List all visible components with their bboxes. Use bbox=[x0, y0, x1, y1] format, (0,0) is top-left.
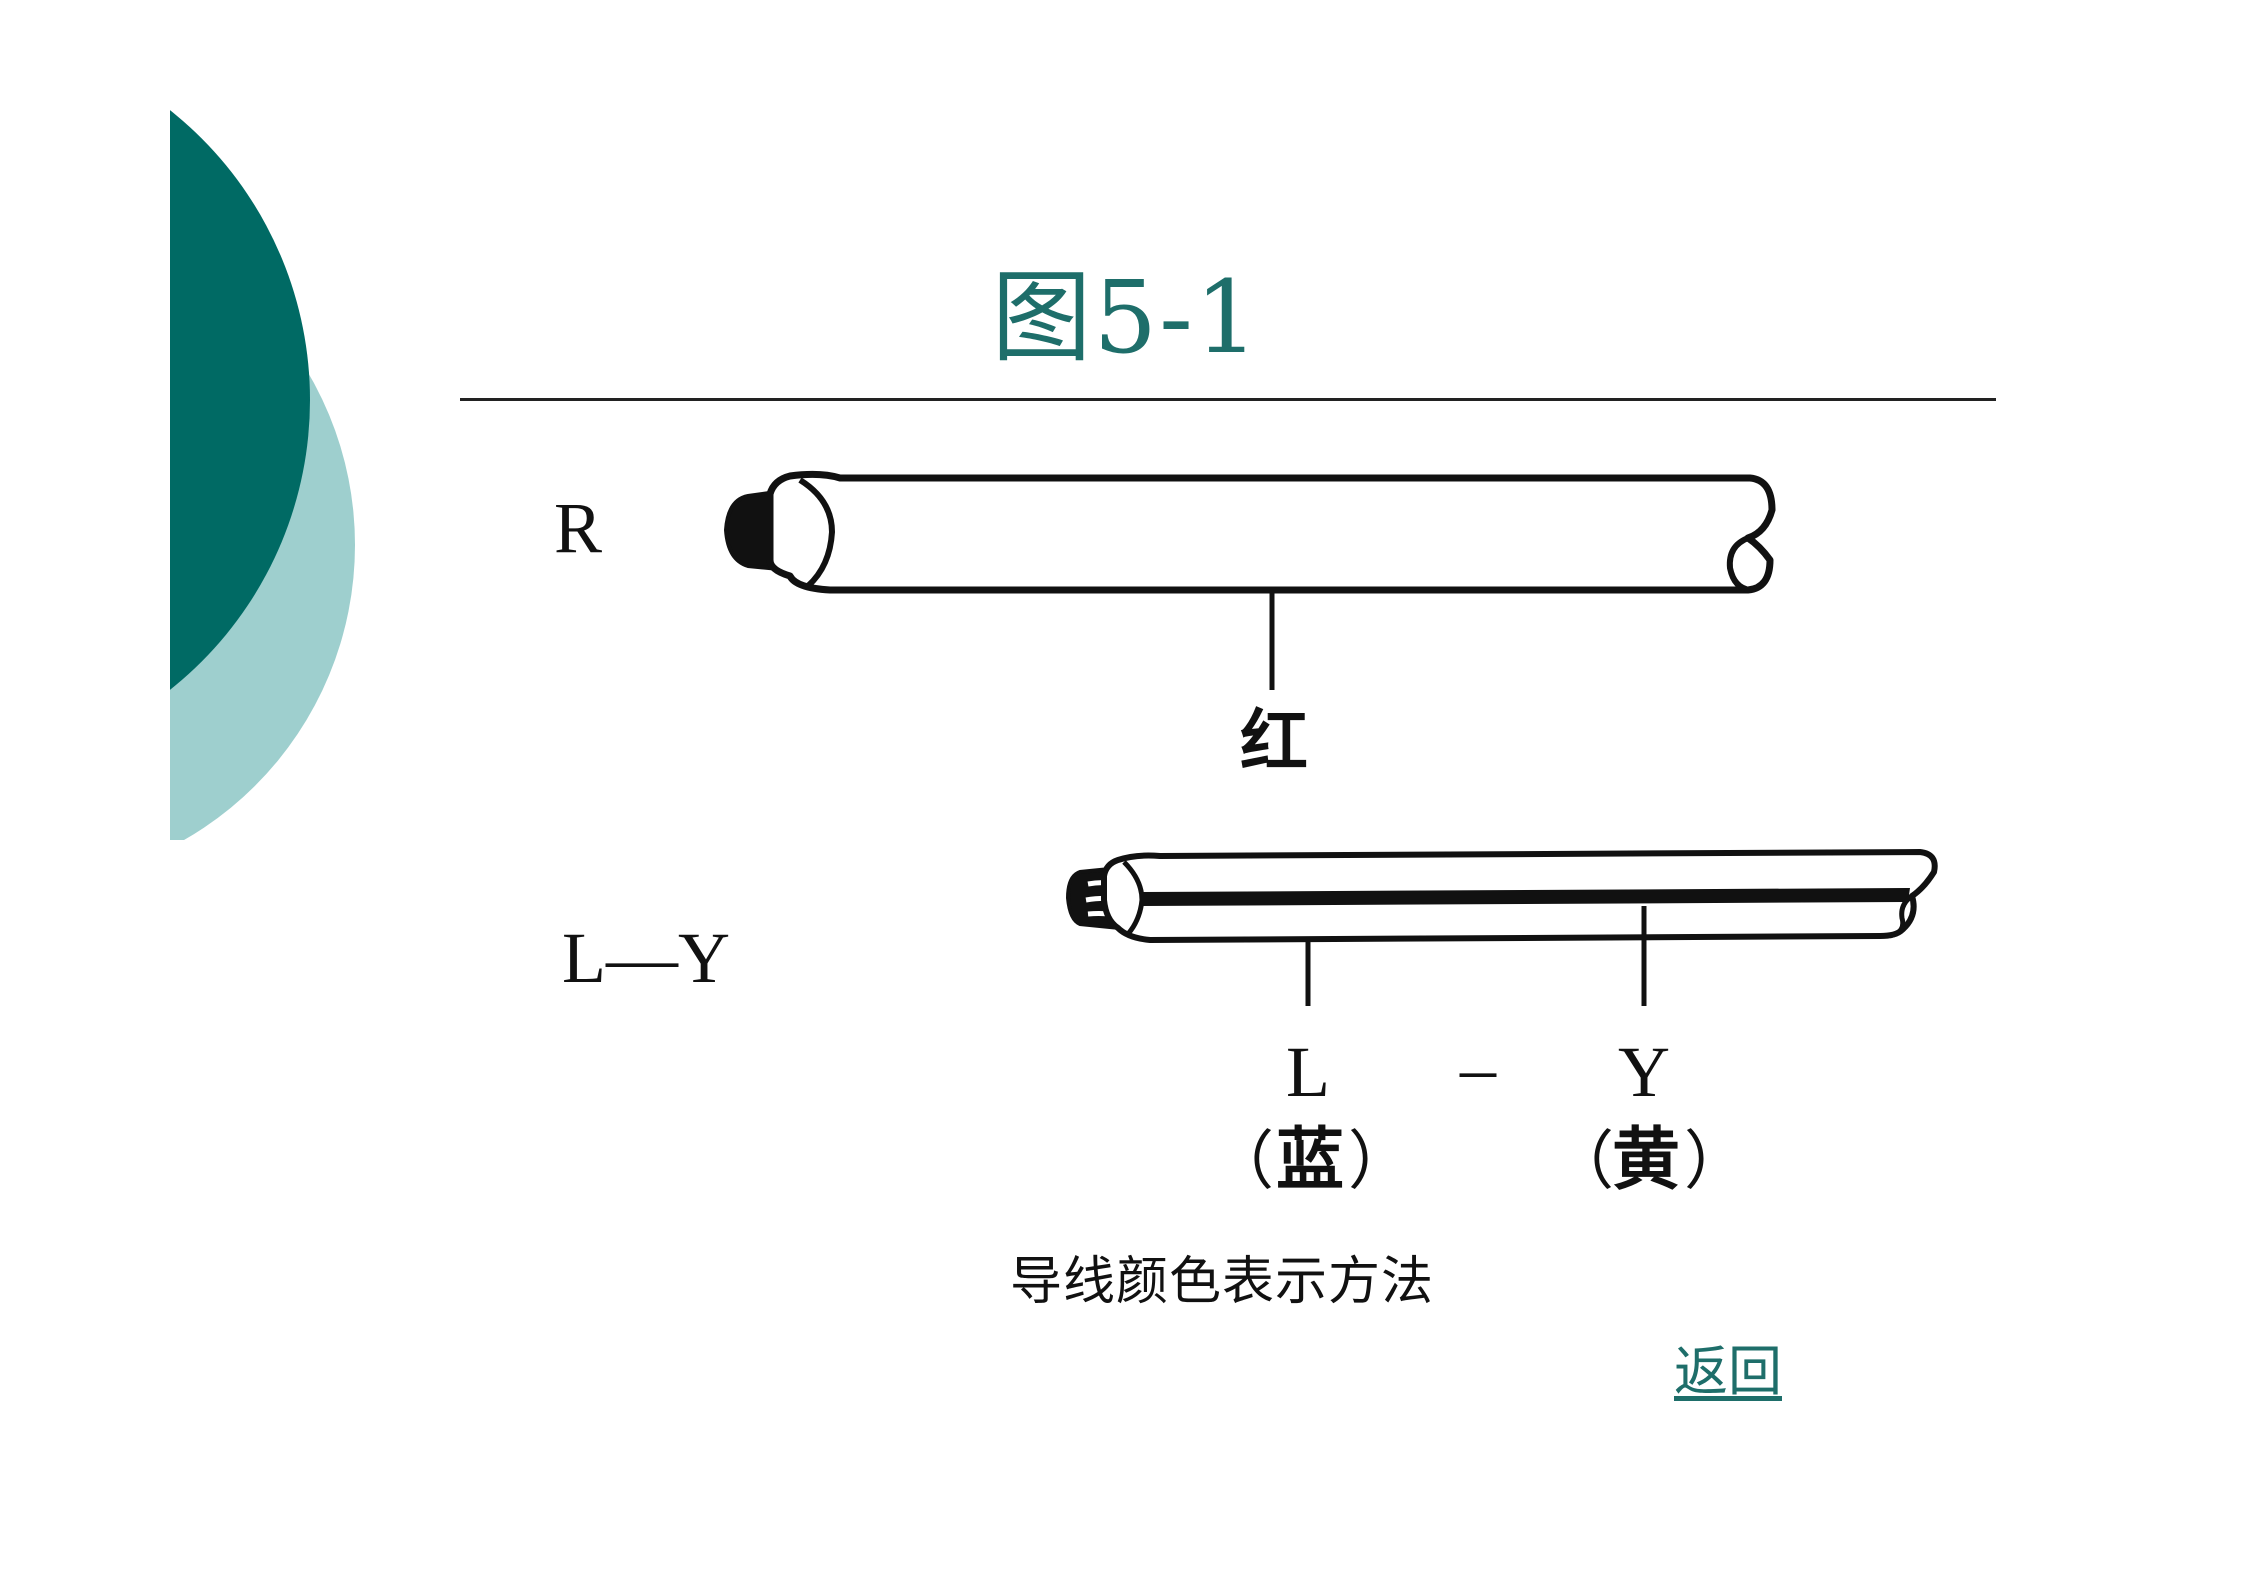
wire-r-color-label: 红 bbox=[1240, 702, 1309, 782]
wire-r bbox=[723, 470, 1776, 690]
wire-ly-left-paren-open: （ bbox=[1210, 1125, 1274, 1199]
wire-ly-right-paren-close: ） bbox=[1684, 1125, 1748, 1199]
wire-ly-right-paren-open: （ bbox=[1550, 1125, 1614, 1199]
wire-r-insulation bbox=[766, 470, 1776, 594]
wire-ly-left-paren-close: ） bbox=[1348, 1125, 1412, 1199]
wire-ly bbox=[1065, 849, 1938, 1006]
wire-ly-code: L—Y bbox=[562, 918, 730, 998]
title-divider bbox=[460, 398, 1996, 401]
wire-r-code: R bbox=[554, 488, 603, 568]
wire-ly-right-letter: Y bbox=[1618, 1032, 1670, 1112]
wire-ly-stripe bbox=[1142, 888, 1910, 906]
decorative-circles bbox=[170, 110, 355, 840]
decor-circle-dark bbox=[170, 110, 310, 690]
slide-title: 图5-1 bbox=[991, 259, 1261, 376]
wire-ly-dash: – bbox=[1460, 1028, 1496, 1108]
wire-ly-left-letter: L bbox=[1286, 1032, 1330, 1112]
figure-caption: 导线颜色表示方法 bbox=[1010, 1252, 1435, 1312]
back-link[interactable]: 返回 bbox=[1674, 1340, 1782, 1403]
wire-ly-right-color: 黄 bbox=[1612, 1120, 1681, 1200]
wire-ly-left-color: 蓝 bbox=[1276, 1120, 1345, 1200]
